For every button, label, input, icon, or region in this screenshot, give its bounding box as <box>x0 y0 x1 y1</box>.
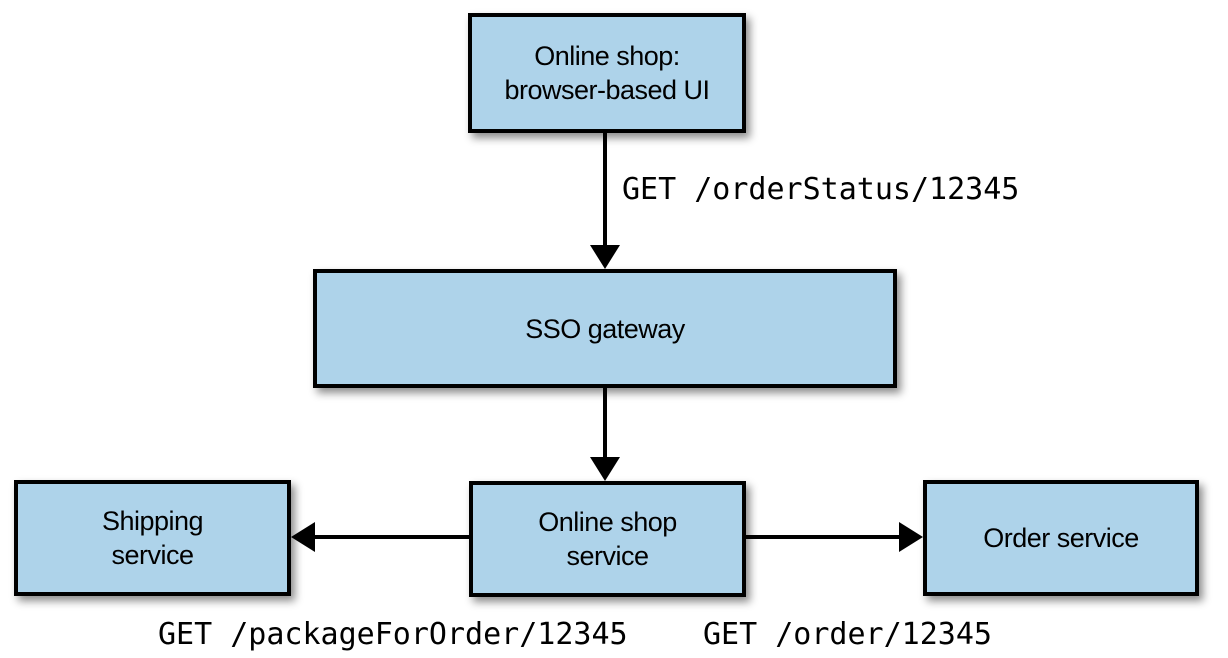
node-order-service: Order service <box>923 480 1199 596</box>
node-sso-gateway-label: SSO gateway <box>525 313 685 344</box>
edge-online-shop-to-shipping-label: GET /packageForOrder/12345 <box>158 617 628 652</box>
edge-browser-to-sso-label: GET /orderStatus/12345 <box>622 172 1020 207</box>
arrowhead-left-icon <box>291 522 315 552</box>
arrowhead-down-icon <box>590 245 620 269</box>
node-online-shop-service: Online shop service <box>469 481 746 597</box>
node-sso-gateway: SSO gateway <box>313 269 897 388</box>
node-online-shop-browser-ui: Online shop: browser-based UI <box>468 13 746 133</box>
edge-online-shop-to-order-label: GET /order/12345 <box>703 617 992 652</box>
node-online-shop-browser-ui-label-line2: browser-based UI <box>504 75 710 105</box>
node-shipping-service: Shipping service <box>14 480 291 596</box>
node-shipping-service-label-line1: Shipping <box>101 506 204 536</box>
arrowhead-down-icon <box>590 457 620 481</box>
node-online-shop-browser-ui-label-line1: Online shop: <box>534 41 680 71</box>
node-online-shop-service-label-line1: Online shop <box>538 507 677 537</box>
node-shipping-service-label-line2: service <box>111 540 194 570</box>
node-online-shop-service-label-line2: service <box>566 541 649 571</box>
arrowhead-right-icon <box>899 522 923 552</box>
edge-sso-to-online-shop-line <box>603 388 607 459</box>
node-order-service-label: Order service <box>983 523 1139 553</box>
edge-online-shop-to-order-line <box>746 535 901 539</box>
edge-browser-to-sso-line <box>603 133 607 247</box>
edge-online-shop-to-shipping-line <box>313 535 469 539</box>
